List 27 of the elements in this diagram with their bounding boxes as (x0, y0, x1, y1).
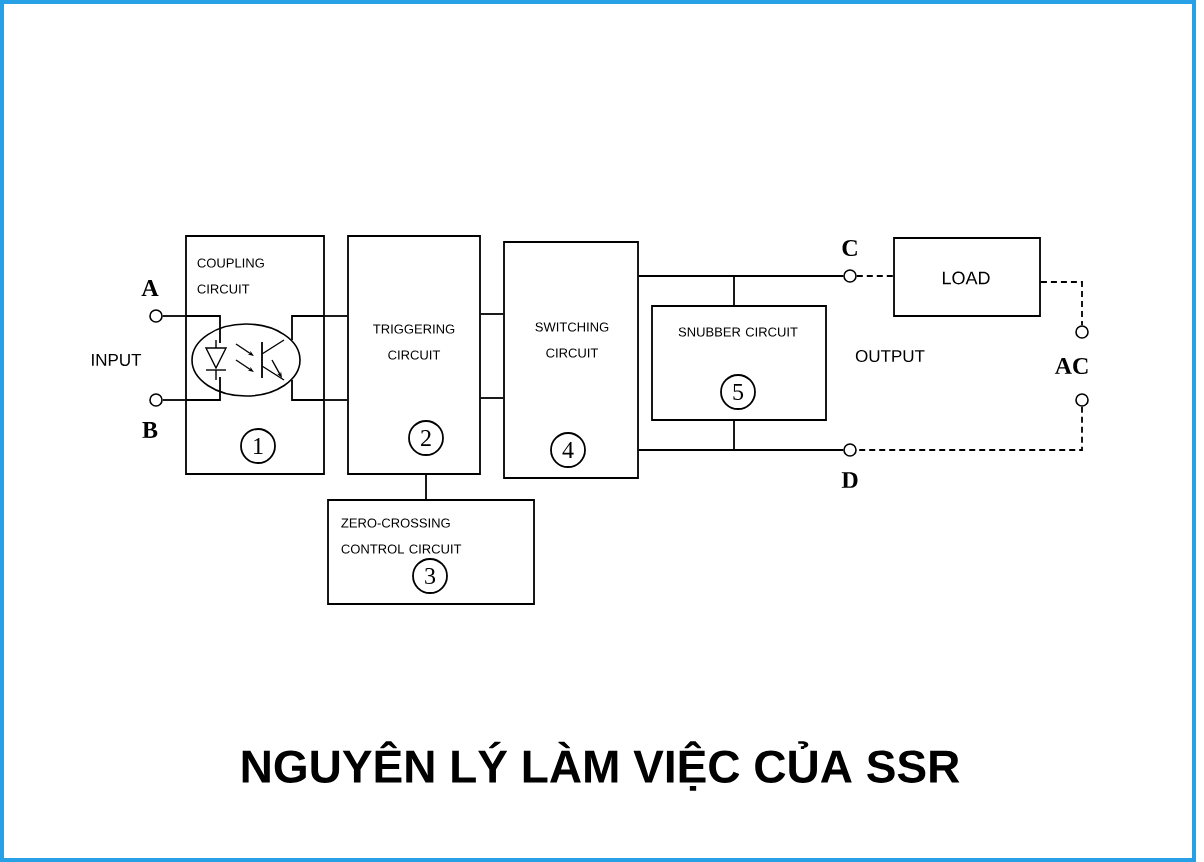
terminal (1075, 325, 1089, 339)
load-box: LOAD (893, 237, 1041, 317)
wire (161, 399, 186, 401)
terminal-letter: D (841, 472, 858, 488)
terminal (149, 309, 163, 323)
terminal (1075, 393, 1089, 407)
wire (425, 474, 427, 500)
label: INPUT (92, 354, 142, 366)
terminal-letter: B (142, 422, 158, 438)
wire (324, 315, 348, 317)
terminal-letter: C (842, 239, 857, 257)
title: NGUYÊN LÝ LÀM VIỆC CỦA SSR (242, 741, 960, 791)
label: AC (1054, 357, 1088, 375)
terminal-letter: A (141, 280, 159, 296)
wire (855, 405, 1083, 451)
wire (161, 315, 186, 317)
terminal (149, 393, 163, 407)
label: OUTPUT (855, 350, 925, 362)
wire (324, 399, 348, 401)
wire (480, 397, 504, 399)
terminal (843, 269, 857, 283)
wire (855, 275, 894, 277)
terminal (843, 443, 857, 457)
wire (733, 420, 845, 451)
wire (733, 275, 845, 306)
wire (1040, 281, 1083, 327)
wire (480, 313, 504, 315)
